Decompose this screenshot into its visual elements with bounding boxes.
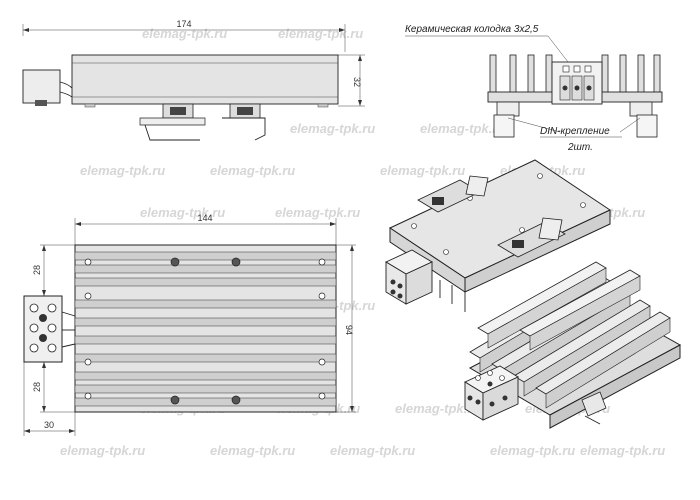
block-width-label: 30: [44, 420, 54, 430]
side-length-dimension: 174: [22, 19, 346, 52]
block-width-dimension: 30: [23, 362, 76, 436]
top-width-label: 94: [344, 325, 354, 335]
bottom-offset-label: 28: [32, 382, 42, 392]
watermark: elemag-tpk.ru: [580, 443, 665, 458]
watermark: elemag-tpk.ru: [80, 163, 165, 178]
watermark: elemag-tpk.ru: [420, 121, 505, 136]
heatsink-fins-iso: [469, 261, 671, 409]
top-length-dimension: 144: [74, 213, 337, 245]
din-clip-iso-2: [581, 391, 607, 425]
watermark: elemag-tpk.ru: [490, 443, 575, 458]
watermark: elemag-tpk.ru: [330, 443, 415, 458]
side-height-label: 32: [352, 77, 362, 87]
watermark: elemag-tpk.ru: [140, 205, 225, 220]
din-count-annotation: 2шт.: [567, 142, 593, 153]
heater-body-side: [71, 54, 339, 105]
din-clip-side: [222, 103, 266, 141]
ceramic-block-iso-2: [464, 365, 519, 421]
heatsink-top: [74, 244, 337, 413]
watermark: elemag-tpk.ru: [395, 401, 480, 416]
din-clip-iso: [417, 175, 489, 213]
watermark: elemag-tpk.ru: [60, 443, 145, 458]
top-view: 144 94 28 28: [23, 213, 356, 436]
top-width-dimension: 94: [336, 244, 356, 413]
ceramic-block-front: [551, 61, 603, 105]
front-view: Керамическая колодка 3x2,5: [405, 24, 663, 153]
top-offset-dimension: 28: [25, 244, 75, 297]
din-mount-annotation: DIN-крепление: [540, 126, 610, 137]
isometric-view-fins: [464, 261, 682, 429]
ceramic-block-annotation: Керамическая колодка 3x2,5: [405, 24, 539, 35]
din-clip-iso: [497, 217, 566, 258]
watermark: elemag-tpk.ru: [275, 205, 360, 220]
din-clip-side: [139, 103, 206, 141]
ceramic-block-iso: [385, 249, 433, 305]
bottom-offset-dimension: 28: [25, 361, 75, 413]
watermark: elemag-tpk.ru: [278, 26, 363, 41]
top-offset-label: 28: [32, 265, 42, 275]
side-height-dimension: 32: [338, 54, 365, 107]
watermark: elemag-tpk.ru: [380, 163, 465, 178]
top-length-label: 144: [197, 213, 212, 223]
side-view: 174 32: [22, 19, 365, 141]
watermark: elemag-tpk.ru: [290, 121, 375, 136]
din-clip-front: [493, 101, 520, 138]
din-clip-front: [629, 101, 658, 138]
ceramic-block-top: [23, 295, 63, 363]
isometric-view-bottom: [385, 159, 612, 312]
ceramic-block-side: [22, 69, 61, 104]
watermark: elemag-tpk.ru: [210, 163, 295, 178]
watermark: elemag-tpk.ru: [210, 443, 295, 458]
side-length-label: 174: [176, 19, 191, 29]
